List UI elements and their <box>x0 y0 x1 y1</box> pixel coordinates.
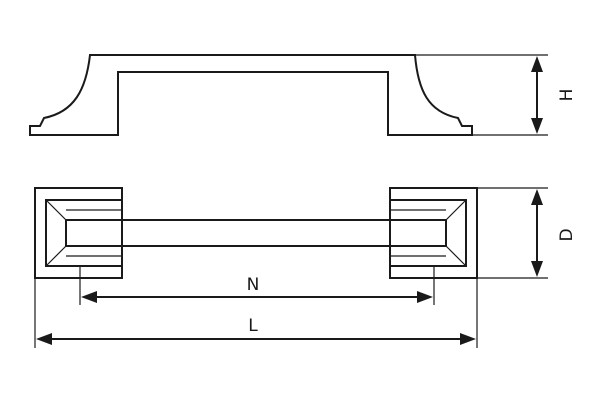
left-bevel-bottom <box>45 245 67 267</box>
depth-label: D <box>557 228 577 241</box>
grip-bar <box>65 219 447 247</box>
right-bevel-bottom <box>445 245 467 267</box>
right-bevel-top <box>445 199 467 221</box>
top-view <box>34 187 478 279</box>
left-bevel-top <box>45 199 67 221</box>
hole-spacing-dimension: N <box>79 266 435 305</box>
height-dimension: H <box>415 54 577 136</box>
length-label: L <box>248 316 258 336</box>
side-view-outline <box>29 54 473 136</box>
height-arrow-top <box>531 56 543 72</box>
length-arrow-right <box>460 333 476 345</box>
length-dimension: L <box>34 278 478 348</box>
hole-spacing-arrow-right <box>417 291 433 303</box>
length-arrow-left <box>36 333 52 345</box>
hole-spacing-arrow-left <box>81 291 97 303</box>
height-arrow-bottom <box>531 118 543 134</box>
right-base-inner <box>389 199 467 267</box>
left-base-inner <box>45 199 123 267</box>
depth-arrow-bottom <box>531 261 543 277</box>
depth-arrow-top <box>531 189 543 205</box>
depth-dimension: D <box>477 187 577 279</box>
hole-spacing-label: N <box>247 275 260 295</box>
side-view <box>29 54 473 136</box>
height-label: H <box>557 89 577 102</box>
